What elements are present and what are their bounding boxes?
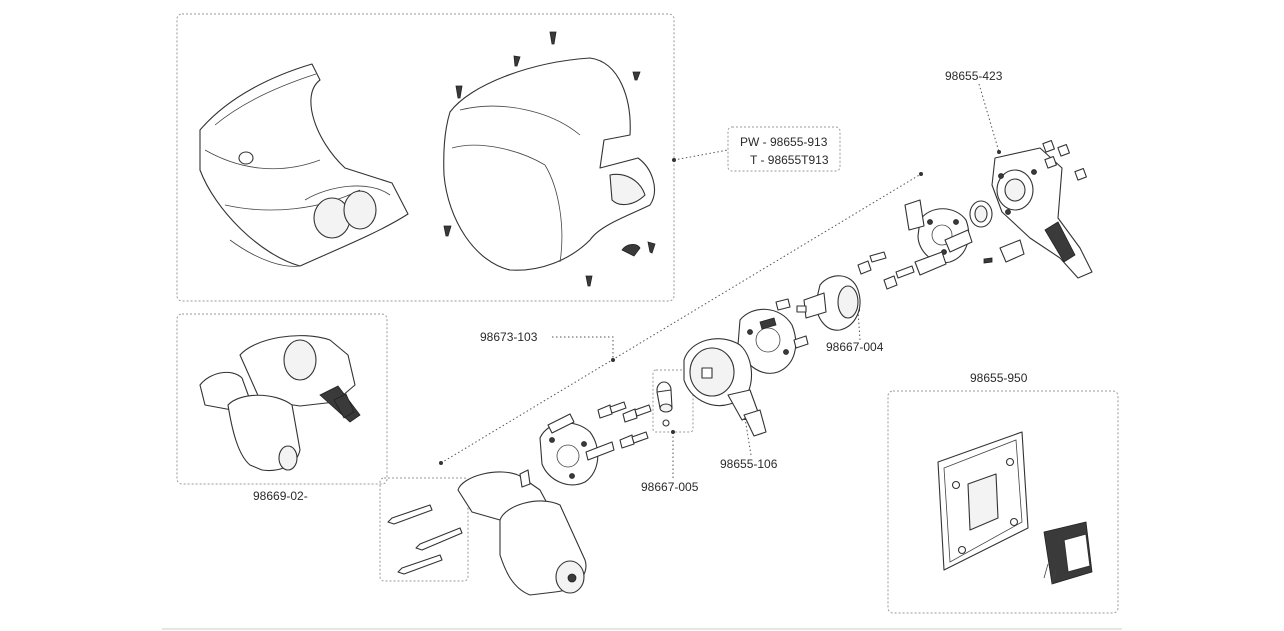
cover-group-box [176,13,675,302]
label-cover-pw: PW - 98655-913 [740,135,828,149]
bolts-lower [597,401,652,449]
label-switch-kit: 98655-950 [970,371,1028,385]
assembly-group-box [176,313,388,485]
cover-screws [443,31,656,287]
switch-illustration [937,431,1093,585]
screw-kit-box [379,477,469,582]
mid-plate-illustration [737,298,809,374]
gear-plate-lower-illustration [539,413,615,486]
label-assembly: 98669-02- [253,489,308,503]
gear-plate-upper-illustration [904,199,973,276]
label-drive-cap: 98655-106 [720,457,778,471]
bushing-illustration [656,381,673,427]
motor-illustration [457,469,587,596]
closed-cover-illustration [443,57,655,271]
drive-cap-illustration [683,338,767,437]
label-gear-body: 98667-004 [826,340,884,354]
assembly-illustration [199,335,361,472]
screw-kit-illustration [387,504,463,575]
label-cover-t: T - 98655T913 [750,153,829,167]
bracket-illustration [969,139,1093,279]
label-bushing: 98667-005 [641,480,699,494]
gear-body-illustration [796,275,861,331]
label-bracket: 98655-423 [945,69,1003,83]
label-motor-kit: 98673-103 [480,330,538,344]
cover-label-box [727,126,841,172]
bolts-upper [857,251,915,290]
open-cover-illustration [199,63,409,267]
switch-group-box [887,390,1119,614]
